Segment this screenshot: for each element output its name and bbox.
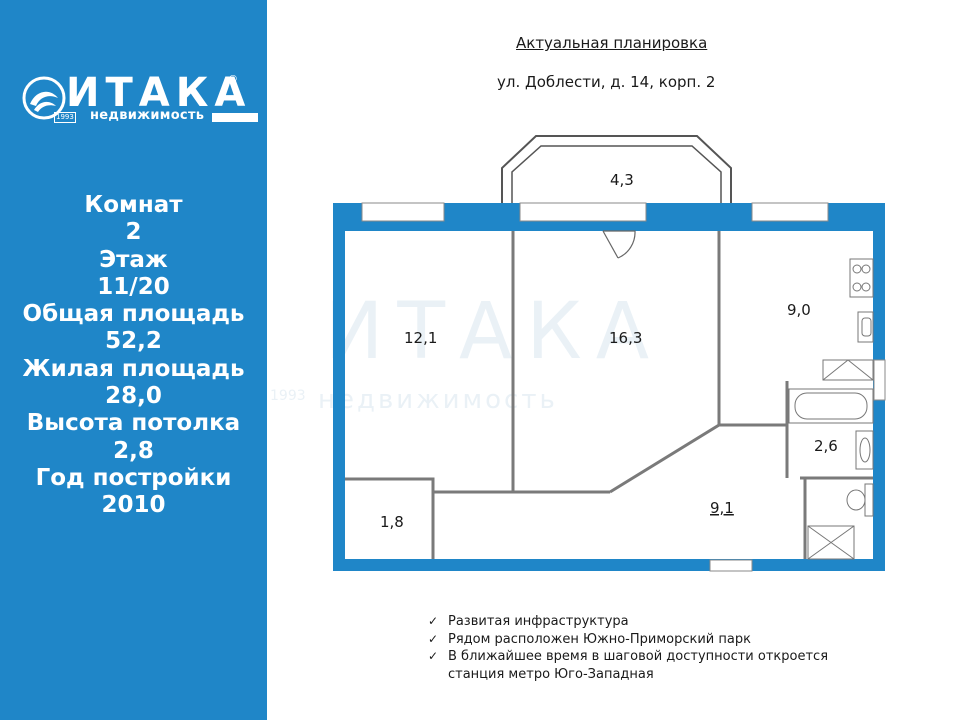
feature-item-continued: станция метро Юго-Западная	[428, 666, 828, 684]
feature-item: ✓ В ближайшее время в шаговой доступност…	[428, 648, 828, 666]
room-area-left-room: 12,1	[404, 329, 437, 347]
fact-value-build-year: 2010	[101, 492, 166, 519]
room-area-middle-room: 16,3	[609, 329, 642, 347]
top-windows	[361, 202, 829, 222]
fact-value-total-area: 52,2	[105, 328, 162, 355]
bottom-window	[709, 559, 753, 572]
room-area-kitchen: 9,0	[787, 301, 811, 319]
registered-mark: ®	[228, 74, 238, 85]
washbasin-icon	[855, 430, 874, 470]
fact-label-rooms: Комнат	[84, 192, 183, 218]
brand-year: 1993	[54, 112, 76, 123]
feature-text: В ближайшее время в шаговой доступности …	[448, 649, 829, 664]
check-icon: ✓	[428, 614, 439, 628]
logo-bar	[212, 113, 258, 122]
fact-value-living-area: 28,0	[105, 383, 162, 410]
fact-value-ceiling-height: 2,8	[113, 437, 154, 464]
svg-text:недвижимость: недвижимость	[318, 385, 558, 415]
watermark: ИТАКА недвижимость 1993	[270, 287, 663, 415]
shelf-icon	[807, 525, 855, 560]
fact-label-total-area: Общая площадь	[22, 301, 245, 328]
plan-title: Актуальная планировка	[516, 34, 708, 52]
room-area-bathroom: 2,6	[814, 437, 838, 455]
fact-label-ceiling-height: Высота потолка	[26, 410, 241, 437]
door-swing	[602, 230, 636, 259]
plan-address: ул. Доблести, д. 14, корп. 2	[497, 73, 716, 91]
svg-text:ИТАКА: ИТАКА	[325, 287, 663, 377]
balcony	[501, 135, 732, 204]
fact-label-floor: Этаж	[99, 246, 168, 273]
brand-subtitle: недвижимость	[90, 108, 205, 123]
svg-text:1993: 1993	[270, 388, 306, 404]
interior-walls	[345, 231, 873, 559]
check-icon: ✓	[428, 649, 439, 663]
room-area-hall: 9,1	[710, 499, 734, 517]
feature-text: Рядом расположен Южно-Приморский парк	[448, 631, 751, 647]
feature-text: Развитая инфраструктура	[448, 614, 629, 629]
room-area-balcony: 4,3	[610, 171, 634, 189]
feature-item: ✓ Развитая инфраструктура	[428, 613, 828, 631]
feature-item: ✓ Рядом расположен Южно-Приморский парк	[428, 631, 828, 649]
fact-label-build-year: Год постройки	[35, 464, 232, 491]
company-logo: ИТАКА ® 1993 недвижимость	[22, 70, 258, 130]
toilet-icon	[846, 483, 874, 517]
fact-label-living-area: Жилая площадь	[22, 355, 245, 382]
floor-plan: ИТАКА недвижимость 1993	[270, 135, 886, 572]
brand-name: ИТАКА	[66, 70, 252, 116]
fact-value-rooms: 2	[125, 219, 142, 246]
right-window	[873, 359, 886, 401]
fact-value-floor: 11/20	[97, 273, 170, 300]
stove-icon	[849, 258, 874, 298]
cabinet-icon	[822, 359, 874, 381]
kitchen-sink-icon	[857, 311, 874, 343]
check-icon: ✓	[428, 631, 439, 646]
features-list: ✓ Развитая инфраструктура ✓ Рядом распол…	[428, 613, 828, 683]
info-sidebar: ИТАКА ® 1993 недвижимость Комнат 2 Этаж …	[0, 0, 267, 720]
bathtub-icon	[788, 388, 874, 424]
feature-text: станция метро Юго-Западная	[448, 666, 654, 682]
wave-logo-icon	[22, 76, 66, 120]
apartment-facts: Комнат 2 Этаж 11/20 Общая площадь 52,2 Ж…	[0, 192, 267, 520]
room-area-closet: 1,8	[380, 513, 404, 531]
